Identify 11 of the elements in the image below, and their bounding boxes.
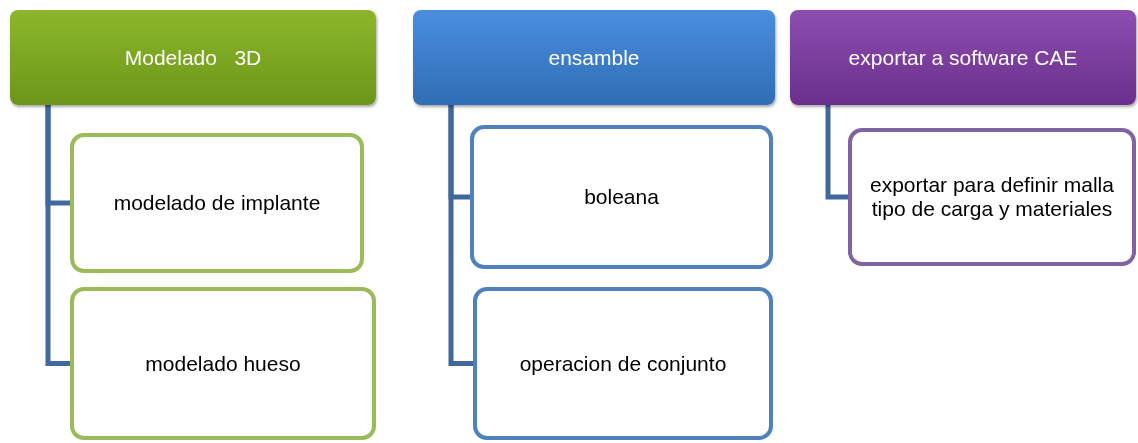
process-box: modelado hueso: [70, 287, 376, 440]
connector-line: [45, 105, 70, 366]
connector-line: [825, 105, 848, 200]
process-box: operacion de conjunto: [473, 287, 773, 440]
connector-line: [448, 105, 473, 366]
process-box: modelado de implante: [70, 133, 364, 273]
header-box: Modelado 3D: [10, 10, 376, 105]
process-box: boleana: [470, 125, 773, 269]
process-box: exportar para definir malla tipo de carga y materiales: [848, 128, 1136, 266]
header-box: exportar a software CAE: [790, 10, 1136, 105]
header-box: ensamble: [413, 10, 775, 105]
